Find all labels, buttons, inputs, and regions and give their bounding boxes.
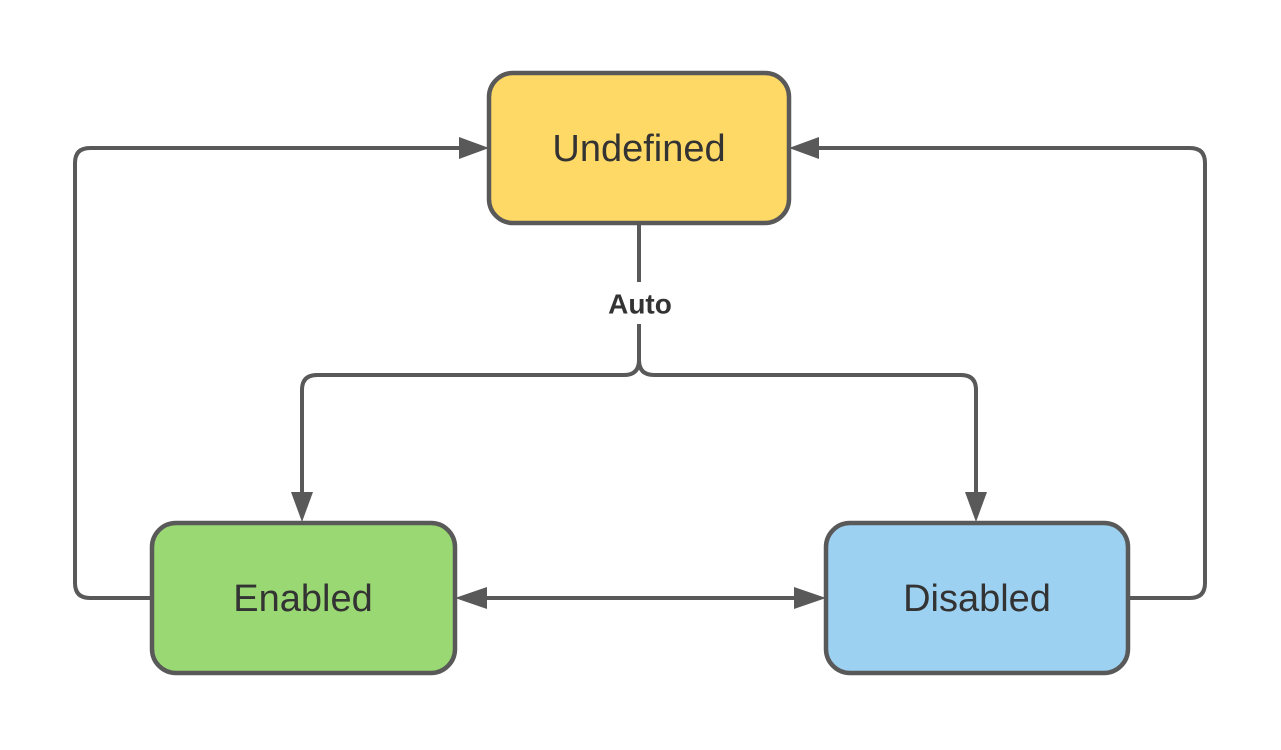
edge-enabled-disabled-bidirectional [455, 587, 826, 609]
arrowhead-into-disabled-left-icon [794, 587, 826, 609]
node-enabled-label: Enabled [233, 578, 372, 620]
arrowhead-into-undefined-left-icon [459, 137, 489, 159]
edge-undefined-to-enabled [291, 223, 641, 522]
edge-undefined-to-disabled [637, 223, 987, 522]
edge-label-auto: Auto [596, 282, 684, 324]
arrowhead-into-disabled-top-icon [965, 492, 987, 522]
edge-disabled-to-undefined-path [819, 146, 1207, 600]
node-enabled: Enabled [149, 520, 458, 676]
node-disabled-label: Disabled [903, 578, 1051, 620]
edge-label-auto-text: Auto [608, 289, 672, 320]
node-enabled-shape [149, 520, 458, 676]
arrowhead-into-undefined-right-icon [789, 137, 819, 159]
edge-label-auto-background [596, 282, 684, 324]
arrowhead-into-enabled-top-icon [291, 492, 313, 522]
node-disabled-shape [823, 520, 1131, 676]
node-undefined-shape [486, 70, 792, 226]
edge-disabled-to-undefined [789, 137, 1207, 600]
node-undefined-label: Undefined [552, 128, 725, 170]
arrowhead-into-enabled-right-icon [455, 587, 487, 609]
edge-enabled-to-undefined-path [73, 146, 459, 600]
edge-enabled-to-undefined [73, 137, 489, 600]
node-disabled: Disabled [823, 520, 1131, 676]
edge-undefined-to-enabled-path [300, 223, 641, 492]
node-undefined: Undefined [486, 70, 792, 226]
edge-undefined-to-disabled-path [637, 223, 978, 492]
